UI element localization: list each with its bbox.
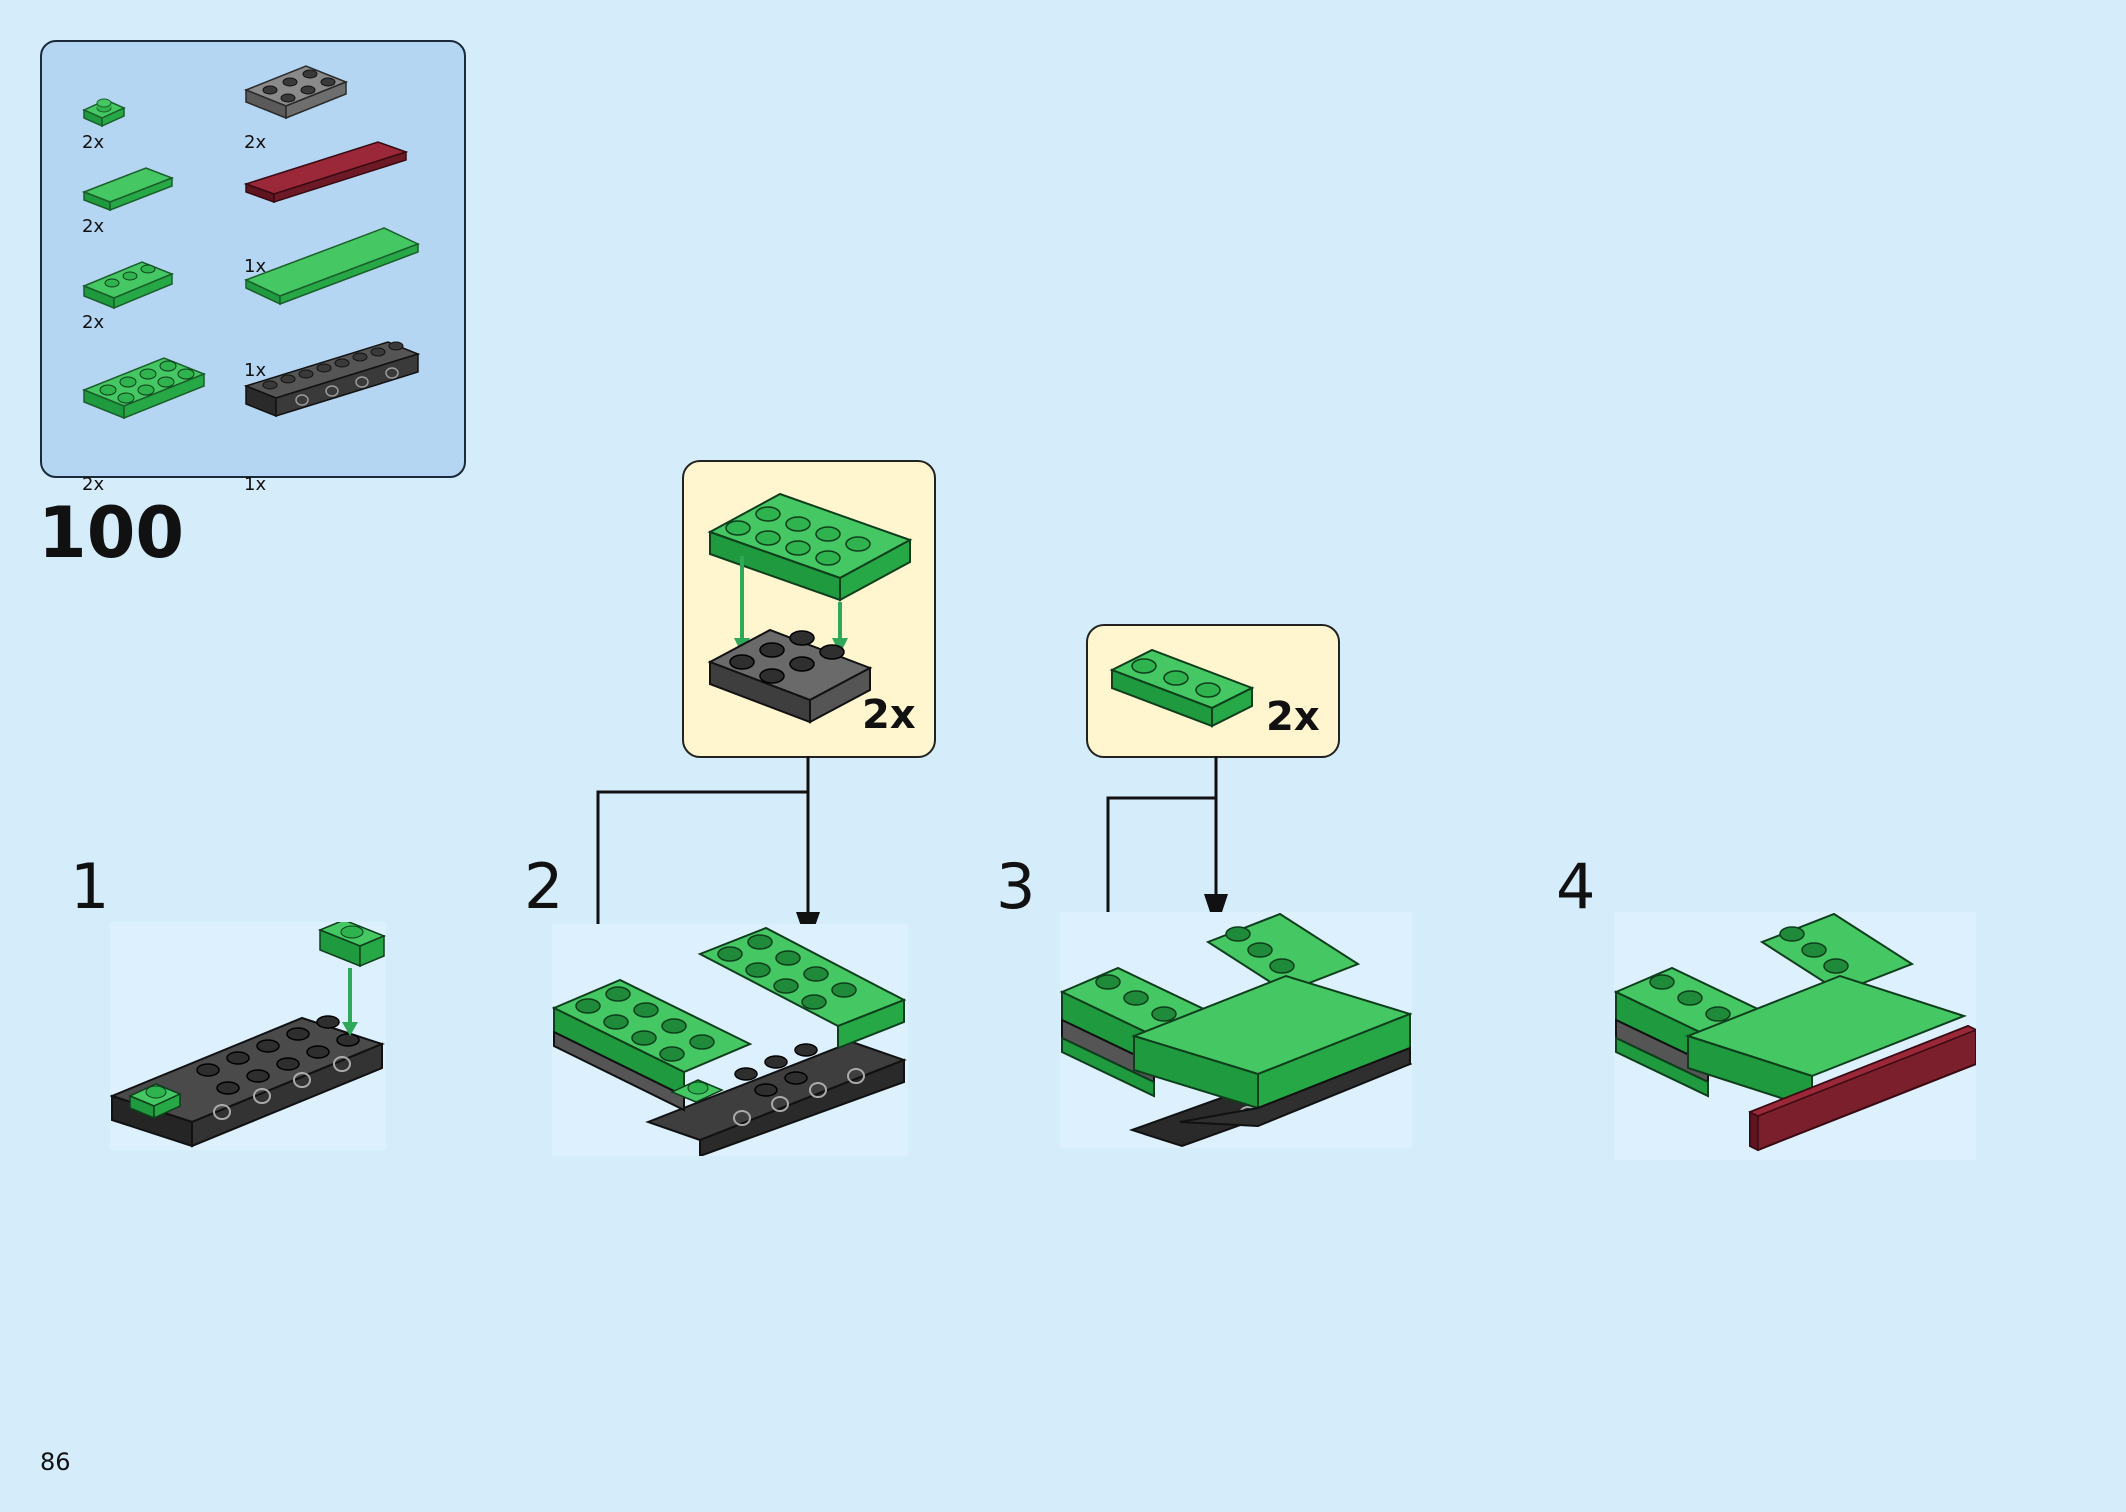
substep-number-4: 4	[1556, 850, 1596, 923]
part-qty: 1x	[244, 256, 267, 277]
part-qty: 2x	[82, 312, 105, 333]
step-1-model	[109, 919, 386, 1150]
part-green-tile-2x6: 1x	[242, 222, 422, 381]
part-green-plate-1x1: 2x	[80, 92, 130, 153]
part-green-plate-1x3: 2x	[80, 256, 180, 333]
part-qty: 2x	[82, 474, 105, 495]
step-1-illustration	[109, 919, 386, 1148]
part-black-technic-brick-1x8: 1x	[242, 338, 422, 495]
step-4-model	[1613, 912, 1978, 1160]
part-gray-plate-2x3: 2x	[242, 60, 352, 153]
green-plate-2x4-icon	[81, 357, 207, 420]
part-qty: 2x	[244, 132, 267, 153]
substep-number-1: 1	[70, 850, 110, 923]
darkred-tile-1x6-icon	[243, 141, 409, 204]
substep-number-2: 2	[524, 850, 564, 923]
black-technic-brick-1x8-icon	[243, 341, 421, 418]
part-qty: 1x	[244, 474, 267, 495]
callout-2-assembly-illustration	[707, 492, 913, 724]
step-3-model	[1059, 912, 1414, 1148]
main-step-number: 100	[38, 492, 185, 574]
part-green-plate-2x4: 2x	[80, 352, 210, 495]
green-tile-1x4-icon	[81, 167, 175, 212]
gray-plate-2x3-icon	[243, 65, 349, 120]
part-qty: 1x	[244, 360, 267, 381]
step-3-illustration	[1059, 912, 1414, 1148]
part-qty: 2x	[82, 216, 105, 237]
part-qty: 2x	[82, 132, 105, 153]
substep-number-3: 3	[996, 850, 1036, 923]
parts-list-panel: 2x 2x 2x 2x	[40, 40, 466, 495]
page-number: 86	[40, 1448, 71, 1476]
green-plate-1x3-icon	[82, 261, 174, 310]
green-tile-2x6-icon	[244, 227, 420, 306]
callout-step-3: 2x	[1086, 624, 1340, 758]
part-green-tile-1x4: 2x	[80, 164, 180, 237]
step-4-illustration	[1613, 912, 1978, 1152]
callout-3-plate-illustration	[1109, 648, 1255, 728]
callout-step-2: 2x	[682, 460, 936, 758]
step-2-illustration	[551, 926, 907, 1158]
green-plate-1x1-icon	[82, 98, 126, 128]
part-darkred-tile-1x6: 1x	[242, 138, 412, 277]
callout-3-multiplier: 2x	[1266, 694, 1320, 740]
step-2-model	[551, 924, 908, 1158]
callout-2-multiplier: 2x	[862, 692, 916, 738]
